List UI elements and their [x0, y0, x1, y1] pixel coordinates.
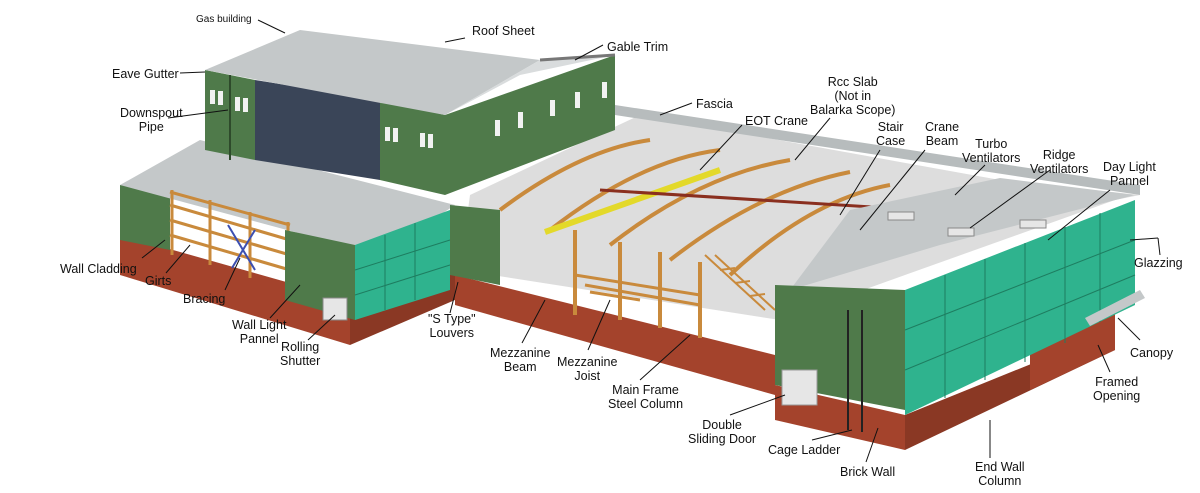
roof-ventilators: [887, 211, 1047, 237]
brick-wall-left: [120, 235, 350, 345]
label-day-light-pannel: Day Light Pannel: [1103, 160, 1156, 188]
main-steel-frames: [498, 138, 891, 277]
gas-building-side-wall: [445, 55, 615, 195]
annex-glazing-grid: [354, 223, 451, 310]
label-wall-light-panel: Wall Light Pannel: [232, 318, 287, 346]
label-downspout-pipe: Downspout Pipe: [120, 106, 183, 134]
gable-trim-edge: [539, 53, 616, 62]
cage-ladder-rungs: [847, 310, 863, 432]
brick-wall-main: [455, 275, 775, 395]
curtain-wall-grid: [904, 213, 1136, 398]
bracing-cross: [227, 224, 256, 271]
label-crane-beam: Crane Beam: [925, 120, 960, 148]
gas-building-roof-left: [205, 30, 540, 115]
label-framed-opening: Framed Opening: [1093, 375, 1141, 403]
gas-building-front-wall: [380, 100, 445, 195]
label-mezzanine-joist: Mezzanine Joist: [557, 355, 618, 383]
label-main-frame-steel-column: Main Frame Steel Column: [608, 383, 684, 411]
double-sliding-door-panel: [781, 369, 818, 406]
pointer-lines: [141, 19, 1161, 463]
label-fascia: Fascia: [696, 97, 733, 111]
label-glazzing: Glazzing: [1134, 256, 1183, 270]
label-cage-ladder: Cage Ladder: [768, 443, 841, 457]
left-roof: [120, 140, 455, 255]
label-stair-case: Stair Case: [876, 120, 906, 148]
label-rcc-slab: Rcc Slab (Not in Balarka Scope): [810, 75, 896, 117]
main-back-wall: [615, 105, 1140, 195]
left-wall-cladding: [120, 185, 170, 250]
label-gable-trim: Gable Trim: [607, 40, 669, 54]
label-gas-building: Gas building: [196, 14, 252, 25]
label-s-type-louvers: "S Type" Louvers: [428, 312, 476, 340]
label-bracing: Bracing: [183, 292, 226, 306]
gas-building-glazed-facade: [255, 80, 380, 180]
glazing-curtain-wall: [905, 200, 1135, 415]
label-eot-crane: EOT Crane: [745, 114, 808, 128]
label-rolling-shutter: Rolling Shutter: [280, 340, 321, 368]
label-eave-gutter: Eave Gutter: [112, 67, 179, 81]
gas-building-windows: [210, 82, 607, 148]
left-annex-glazing: [355, 210, 450, 320]
label-girts: Girts: [145, 274, 172, 288]
main-left-end-wall: [450, 205, 500, 285]
label-brick-wall: Brick Wall: [840, 465, 896, 479]
brick-wall-right: [1030, 310, 1115, 390]
label-turbo-ventilators: Turbo Ventilators: [962, 137, 1021, 165]
label-canopy: Canopy: [1130, 346, 1174, 360]
label-mezzanine-beam: Mezzanine Beam: [490, 346, 551, 374]
label-wall-cladding: Wall Cladding: [60, 262, 137, 276]
rolling-shutter-door: [322, 297, 348, 321]
staircase: [704, 254, 776, 311]
label-roof-sheet: Roof Sheet: [472, 24, 535, 38]
label-end-wall-column: End Wall Column: [975, 460, 1025, 488]
label-double-sliding-door: Double Sliding Door: [688, 418, 757, 446]
eot-crane-beam: [543, 167, 722, 235]
gas-building-roof-right: [445, 55, 615, 115]
canopy-slab: [1085, 290, 1145, 326]
label-ridge-ventilators: Ridge Ventilators: [1030, 148, 1089, 176]
floor-slab: [460, 115, 1140, 320]
mezzanine: [574, 273, 701, 307]
